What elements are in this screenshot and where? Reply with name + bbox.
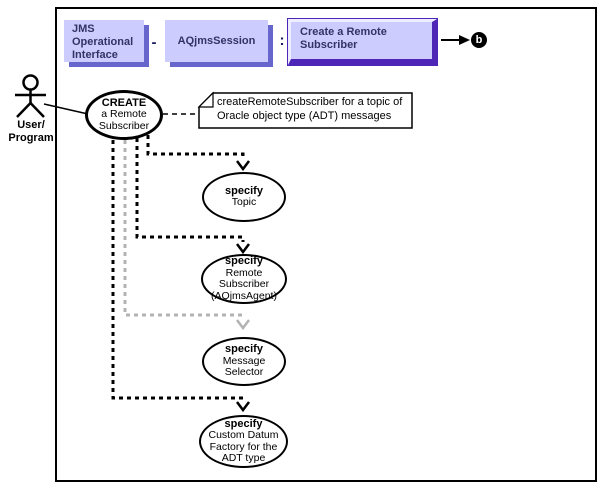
use-case-specify-custom-datum-factory: specify Custom Datum Factory for the ADT… (199, 415, 288, 468)
use-case-line: Subscriber (218, 278, 270, 290)
actor-association-line (43, 103, 89, 115)
arrowhead-specify-custom-datum-icon (236, 401, 250, 413)
connector-specify-remote-subscriber (135, 138, 245, 242)
flow-arrow-head-icon (459, 35, 470, 45)
header-box-line: JMS (72, 23, 95, 35)
note-text: createRemoteSubscriber for a topic of Or… (217, 96, 402, 123)
use-case-title: specify (225, 343, 263, 356)
use-case-title: specify (225, 184, 263, 197)
connector-specify-custom-datum (111, 140, 245, 401)
header-box-label: AQjmsSession (177, 34, 256, 47)
use-case-line: Topic (231, 196, 257, 208)
use-case-specify-message-selector: specify Message Selector (202, 337, 286, 386)
note-fold-icon (197, 91, 214, 108)
arrowhead-specify-remote-subscriber-icon (236, 243, 250, 255)
header-box-line: Interface (72, 49, 118, 61)
use-case-line: ADT type (221, 452, 266, 464)
use-case-line: Factory for the (209, 440, 278, 453)
connector-specify-topic (146, 135, 245, 159)
arrowhead-specify-message-selector-icon (236, 319, 250, 331)
actor-label-line: User/ (17, 119, 45, 131)
actor-leg-right (29, 102, 45, 118)
connector-specify-message-selector (123, 140, 245, 318)
use-case-title: specify (224, 417, 263, 430)
arrowhead-specify-topic-icon (236, 160, 250, 172)
actor-label: User/ Program (2, 119, 60, 144)
use-case-line: (AQjmsAgent) (211, 289, 277, 302)
use-case-create-remote-subscriber: CREATE a Remote Subscriber (85, 90, 163, 140)
use-case-specify-remote-subscriber: specify Remote Subscriber (AQjmsAgent) (201, 254, 287, 304)
diagram-frame (55, 7, 597, 482)
continuation-marker-b: b (471, 32, 487, 48)
use-case-line: Selector (224, 366, 264, 379)
header-box-line: Create a (300, 26, 344, 38)
actor-head (22, 74, 39, 91)
use-case-line: Remote (225, 266, 263, 279)
user-actor-icon (15, 74, 46, 118)
use-case-line: a Remote (101, 108, 147, 121)
use-case-line: Custom Datum (208, 429, 279, 441)
header-box-aqjmssession: AQjmsSession (165, 20, 268, 62)
header-box-create-remote-subscriber: Create a Remote Subscriber (287, 18, 438, 66)
header-box-line: Remote Subscriber (300, 26, 387, 51)
header-dash-separator: - (151, 34, 157, 51)
header-box-line: Operational (72, 36, 134, 48)
use-case-title: specify (225, 255, 263, 267)
use-case-line: Subscriber (98, 119, 150, 132)
note-text-line: createRemoteSubscriber for a topic of (217, 96, 403, 108)
note-text-line: Oracle object type (ADT) messages (217, 109, 392, 122)
actor-label-line: Program (8, 131, 54, 144)
use-case-title: CREATE (101, 96, 147, 109)
use-case-specify-topic: specify Topic (202, 172, 286, 222)
header-box-jms-interface: JMS Operational Interface (64, 20, 144, 62)
header-colon-separator: : (279, 32, 285, 49)
use-case-line: Message (222, 354, 266, 367)
actor-leg-left (16, 102, 32, 118)
